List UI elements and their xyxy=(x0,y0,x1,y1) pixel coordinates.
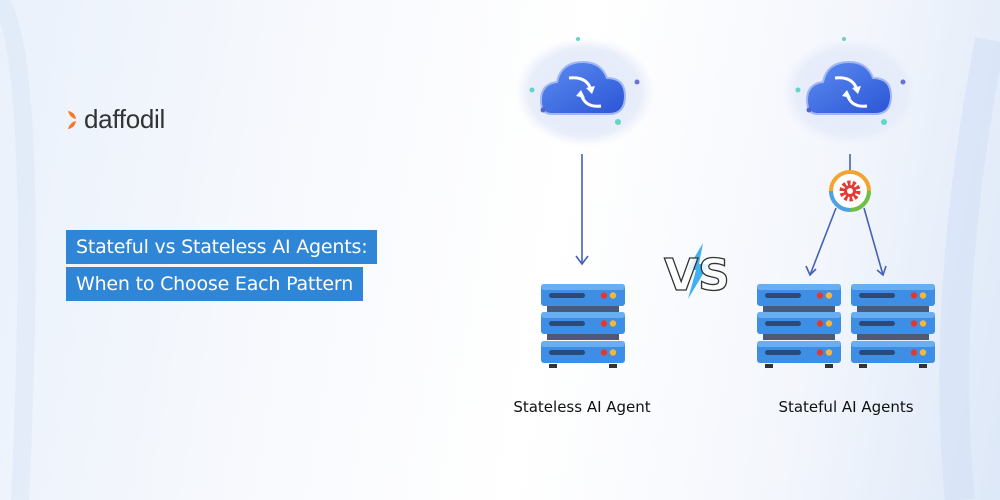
cloud-sync-icon xyxy=(513,35,657,149)
arrow-icon xyxy=(805,207,887,277)
gear-cycle-icon xyxy=(829,170,871,212)
arrow-icon xyxy=(575,154,589,266)
page-title-line-1: Stateful vs Stateless AI Agents: xyxy=(66,230,378,264)
server-rack-icon xyxy=(851,284,935,368)
stateless-agent-label: Stateless AI Agent xyxy=(513,398,651,416)
decor-streak xyxy=(0,0,36,500)
vs-badge: VS xyxy=(663,243,731,302)
daffodil-logo[interactable]: daffodil xyxy=(66,104,165,135)
page-title-line-2: When to Choose Each Pattern xyxy=(66,267,364,301)
lightning-icon xyxy=(687,243,709,299)
server-rack-icon xyxy=(757,284,841,368)
cloud-sync-icon xyxy=(779,35,923,149)
decor-streak xyxy=(939,37,1000,500)
logo-mark-icon xyxy=(68,110,76,129)
stateful-agents-label: Stateful AI Agents xyxy=(778,398,914,416)
server-rack-icon xyxy=(541,284,625,368)
logo-text: daffodil xyxy=(84,104,165,134)
vs-text: VS xyxy=(664,250,730,301)
